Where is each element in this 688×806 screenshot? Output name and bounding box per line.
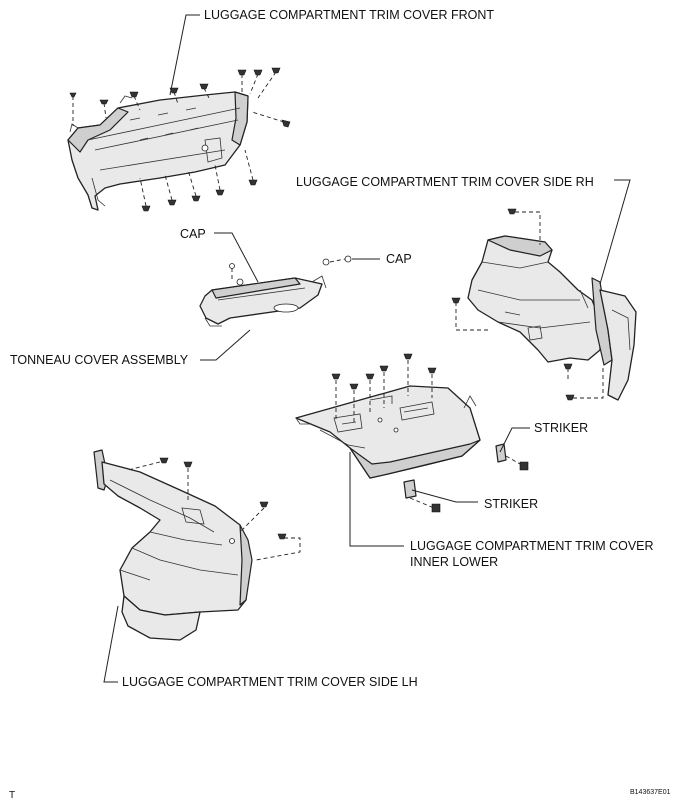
striker-lower-part (403, 479, 441, 513)
tonneau-cover-part (199, 258, 330, 327)
label-trim-cover-side-rh: LUGGAGE COMPARTMENT TRIM COVER SIDE RH (296, 175, 594, 189)
leader-striker-lower (411, 489, 478, 503)
trim-cover-side-rh-part (467, 235, 637, 401)
leader-tonneau (200, 329, 251, 361)
trim-cover-inner-lower-screws (331, 353, 437, 422)
leader-inner-lower (349, 452, 404, 547)
leader-trim-front (169, 14, 200, 96)
cap-markers (229, 255, 352, 282)
trim-cover-front-screws (69, 67, 291, 212)
striker-upper-part (495, 443, 529, 471)
leader-trim-side-rh (599, 179, 631, 285)
label-trim-cover-front: LUGGAGE COMPARTMENT TRIM COVER FRONT (204, 8, 494, 22)
leader-trim-side-lh (103, 605, 119, 683)
label-striker-upper: STRIKER (534, 421, 588, 435)
label-inner-lower-line2: INNER LOWER (410, 555, 498, 569)
label-cap-left: CAP (180, 227, 206, 241)
trim-cover-side-lh-screws (127, 457, 301, 561)
trim-cover-inner-lower-part (295, 385, 481, 479)
leader-cap-left (214, 232, 259, 283)
label-cap-right: CAP (386, 252, 412, 266)
trim-cover-side-lh-part (93, 449, 253, 641)
corner-mark: T (9, 790, 15, 801)
figure-code: B143637E01 (630, 789, 671, 796)
label-tonneau-cover: TONNEAU COVER ASSEMBLY (10, 353, 189, 367)
trim-cover-side-rh-screws (451, 208, 604, 401)
label-inner-lower-line1: LUGGAGE COMPARTMENT TRIM COVER (410, 539, 654, 553)
leader-striker-upper (499, 427, 530, 453)
trim-cover-front-part (67, 91, 249, 211)
label-striker-lower: STRIKER (484, 497, 538, 511)
label-trim-cover-side-lh: LUGGAGE COMPARTMENT TRIM COVER SIDE LH (122, 675, 418, 689)
